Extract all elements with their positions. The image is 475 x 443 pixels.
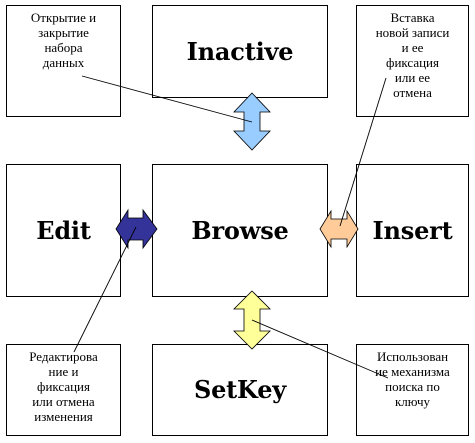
state-insert-label: Insert bbox=[372, 215, 453, 245]
state-setkey-label: SetKey bbox=[193, 375, 287, 404]
state-setkey-box: SetKey bbox=[152, 344, 328, 436]
note-open-close-dataset-text: Открытие и закрытие набора данных bbox=[30, 10, 97, 70]
state-inactive-label: Inactive bbox=[186, 36, 294, 66]
state-edit-label: Edit bbox=[36, 215, 91, 245]
edit-browse-double-arrow bbox=[115, 208, 158, 250]
state-edit-box: Edit bbox=[6, 164, 121, 297]
state-browse-label: Browse bbox=[191, 215, 289, 245]
inactive-browse-double-arrow bbox=[233, 92, 271, 151]
note-open-close-dataset: Открытие и закрытие набора данных bbox=[6, 5, 121, 117]
note-insert-record: Вставка новой записи и ее фиксация или е… bbox=[356, 5, 469, 117]
note-edit-record: Редактирова ние и фиксация или отмена из… bbox=[6, 344, 121, 436]
state-insert-box: Insert bbox=[356, 164, 469, 297]
note-edit-record-text: Редактирова ние и фиксация или отмена из… bbox=[29, 349, 98, 424]
note-key-search: Использован ие механизма поиска по ключу bbox=[356, 344, 469, 436]
note-insert-record-text: Вставка новой записи и ее фиксация или е… bbox=[375, 10, 450, 100]
state-browse-box: Browse bbox=[152, 164, 328, 297]
note-key-search-text: Использован ие механизма поиска по ключу bbox=[375, 349, 450, 409]
browse-setkey-double-arrow bbox=[233, 290, 271, 350]
state-inactive-box: Inactive bbox=[152, 5, 328, 98]
